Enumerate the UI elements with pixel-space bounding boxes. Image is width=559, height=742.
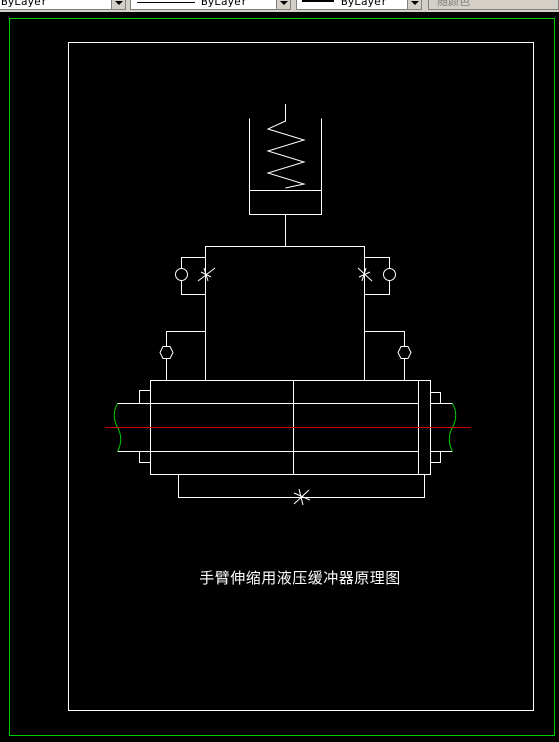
plotstyle-value: 随颜色: [437, 0, 470, 8]
properties-toolbar: ByLayer ByLayer ByLayer 随颜色: [0, 0, 559, 12]
accumulator-symbol: [249, 104, 322, 247]
drawing-frame: [68, 42, 534, 711]
layer-value: ByLayer: [1, 0, 48, 8]
lower-right-branch: [364, 331, 412, 381]
drawing-title: 手臂伸缩用液压缓冲器原理图: [199, 569, 401, 587]
chevron-down-icon[interactable]: [111, 0, 125, 9]
lineweight-dropdown[interactable]: ByLayer: [296, 0, 422, 10]
central-valve-block: [205, 246, 365, 381]
lineweight-value: ByLayer: [341, 0, 388, 8]
linetype-sample: [137, 2, 195, 3]
lower-left-branch: [159, 331, 206, 381]
upper-right-branch: [357, 257, 396, 295]
drawing-canvas[interactable]: [0, 12, 559, 742]
bottom-throttle-line: [178, 474, 425, 506]
upper-left-branch: [175, 257, 216, 295]
viewport-border: [9, 18, 555, 736]
layer-dropdown[interactable]: ByLayer: [0, 0, 126, 10]
linetype-value: ByLayer: [201, 0, 248, 8]
plotstyle-dropdown: 随颜色: [428, 0, 559, 10]
linetype-dropdown[interactable]: ByLayer: [130, 0, 291, 10]
chevron-down-icon[interactable]: [276, 0, 290, 9]
chevron-down-icon[interactable]: [407, 0, 421, 9]
lineweight-sample: [302, 0, 334, 2]
